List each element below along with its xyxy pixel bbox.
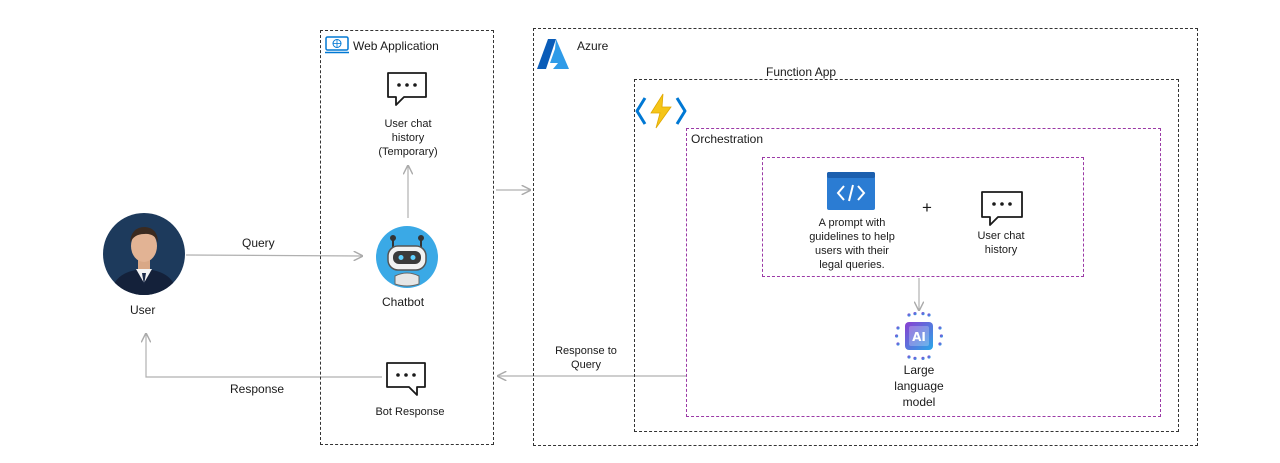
chat-bubble-icon — [386, 71, 428, 112]
web-application-title: Web Application — [353, 39, 439, 53]
chatbot-label: Chatbot — [382, 295, 425, 309]
web-app-icon — [325, 36, 349, 59]
response-to-query-label: Response to Query — [555, 345, 617, 371]
ai-chip-icon: AI — [895, 312, 943, 365]
response-edge-label: Response — [230, 382, 285, 396]
user-chat-history-label: User chat history — [977, 230, 1025, 256]
query-arrow — [185, 255, 362, 256]
bot-response-label: Bot Response — [375, 406, 445, 418]
function-app-title: Function App — [766, 65, 837, 79]
orchestration-container — [686, 128, 1161, 417]
azure-logo-icon — [536, 37, 570, 76]
chat-bubble-icon — [980, 190, 1024, 233]
chatbot-icon — [375, 226, 439, 293]
llm-label: Large language model — [894, 363, 944, 409]
bot-response-chat-icon — [385, 361, 427, 402]
orchestration-title: Orchestration — [691, 132, 764, 146]
function-app-icon — [635, 92, 687, 135]
response-arrow — [146, 334, 382, 378]
prompt-group-container — [762, 157, 1084, 277]
azure-container — [533, 28, 1198, 446]
web-application-container — [320, 30, 494, 445]
function-app-container — [634, 79, 1179, 432]
svg-text:AI: AI — [912, 330, 926, 344]
prompt-label: A prompt with guidelines to help users w… — [809, 217, 895, 271]
user-label: User — [130, 303, 156, 317]
azure-title: Azure — [577, 39, 609, 53]
code-window-icon — [827, 172, 875, 215]
plus-sign: + — [922, 198, 932, 217]
chat-history-label: User chat history (Temporary) — [378, 118, 438, 158]
user-avatar — [103, 213, 185, 300]
query-edge-label: Query — [242, 236, 275, 250]
